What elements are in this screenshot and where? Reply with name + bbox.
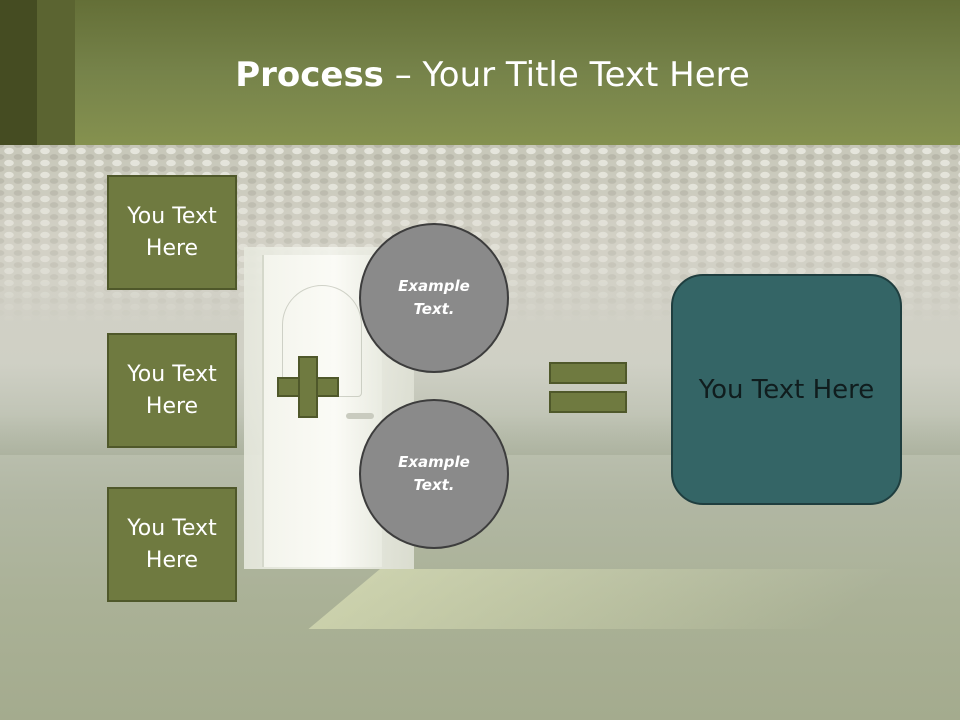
light-beam — [308, 569, 901, 629]
text-box-2-label: You Text Here — [127, 361, 217, 419]
result-box[interactable]: You Text Here — [671, 274, 902, 505]
equals-icon-bottom-bar[interactable] — [549, 391, 627, 413]
slide-title[interactable]: Process – Your Title Text Here — [0, 52, 960, 98]
plus-center — [300, 379, 316, 395]
example-circle-1-label: Example Text. — [398, 277, 470, 318]
title-bar: Process – Your Title Text Here — [0, 0, 960, 145]
text-box-2[interactable]: You Text Here — [107, 333, 237, 448]
text-box-3-label: You Text Here — [127, 515, 217, 573]
example-circle-1[interactable]: Example Text. — [359, 223, 509, 373]
title-bold: Process — [235, 55, 384, 95]
title-rest: – Your Title Text Here — [383, 55, 750, 95]
example-circle-2[interactable]: Example Text. — [359, 399, 509, 549]
title-accent-mid — [37, 0, 75, 145]
title-accent-dark — [0, 0, 37, 145]
result-box-label: You Text Here — [698, 374, 875, 405]
text-box-3[interactable]: You Text Here — [107, 487, 237, 602]
text-box-1[interactable]: You Text Here — [107, 175, 237, 290]
equals-icon-top-bar[interactable] — [549, 362, 627, 384]
example-circle-2-label: Example Text. — [398, 453, 470, 494]
plus-icon[interactable] — [277, 356, 339, 418]
door-handle — [346, 413, 374, 419]
text-box-1-label: You Text Here — [127, 203, 217, 261]
